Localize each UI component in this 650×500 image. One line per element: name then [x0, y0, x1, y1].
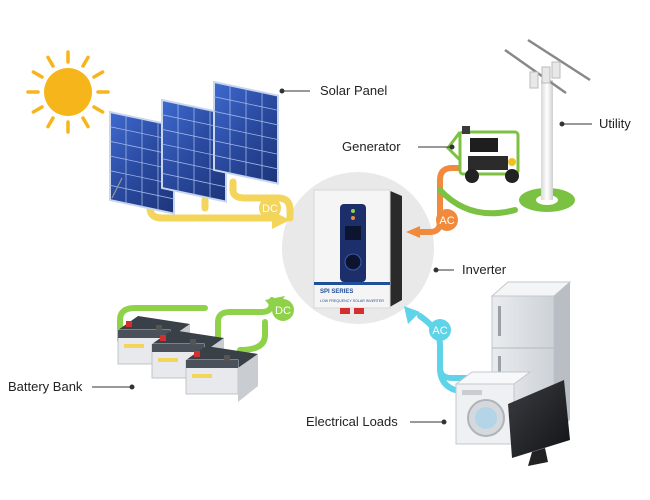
leader-lines	[92, 88, 592, 425]
solar-dc-badge: DC	[259, 197, 281, 219]
battery-dc-text: DC	[275, 305, 291, 317]
loads-ac-badge: AC	[429, 319, 451, 341]
solar-panel-icon	[109, 80, 279, 215]
generator-arrow	[406, 226, 420, 238]
inverter-device-icon: SPI SERIES LOW FREQUENCY SOLAR INVERTER	[313, 189, 402, 314]
generator-label: Generator	[342, 139, 401, 154]
generator-wire	[415, 165, 465, 235]
utility-label: Utility	[599, 116, 631, 131]
inverter-series-text: SPI SERIES	[320, 289, 353, 295]
electrical-loads-icon	[454, 281, 572, 466]
battery-bank-icon	[117, 316, 258, 402]
loads-ac-text: AC	[432, 325, 447, 337]
generator-ac-badge: AC	[436, 209, 458, 231]
utility-wire	[437, 187, 518, 217]
battery-unit	[185, 346, 258, 402]
generator-icon	[446, 126, 520, 183]
inverter-subtitle-text: LOW FREQUENCY SOLAR INVERTER	[320, 299, 384, 303]
battery-dc-badge: DC	[272, 299, 294, 321]
electrical-loads-label: Electrical Loads	[306, 414, 398, 429]
battery-bank-label: Battery Bank	[8, 379, 83, 394]
utility-pole-icon	[504, 38, 591, 212]
solar-panel-label: Solar Panel	[320, 83, 388, 98]
inverter-label: Inverter	[462, 262, 507, 277]
sun-icon	[26, 50, 110, 134]
loads-arrow	[404, 306, 420, 324]
generator-ac-text: AC	[439, 215, 454, 227]
solar-dc-text: DC	[262, 203, 278, 215]
